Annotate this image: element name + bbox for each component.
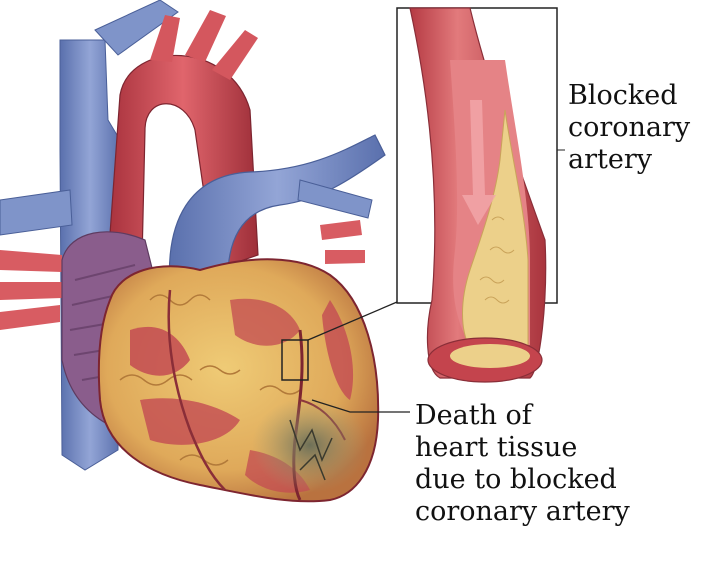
heart-illustration-icon [99,259,378,501]
dead-tissue-label: Death of heart tissue due to blocked cor… [415,400,630,528]
blocked-label-line-3: artery [568,144,690,176]
blocked-label-line-1: Blocked [568,80,690,112]
pulmonary-veins-icon [0,250,62,330]
death-label-line-4: coronary artery [415,496,630,528]
right-vessels-icon [320,220,365,264]
blocked-artery-label: Blocked coronary artery [568,80,690,176]
artery-cross-section-icon [397,8,557,382]
death-label-line-2: heart tissue [415,432,630,464]
death-label-line-3: due to blocked [415,464,630,496]
blocked-label-line-2: coronary [568,112,690,144]
death-label-line-1: Death of [415,400,630,432]
